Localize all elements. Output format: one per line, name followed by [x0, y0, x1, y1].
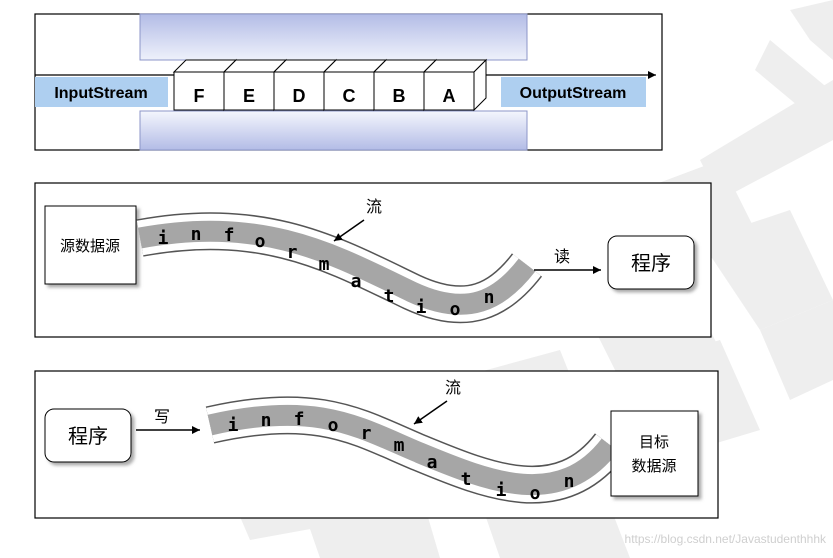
read-letter: a: [351, 271, 362, 292]
write-letter: f: [294, 409, 305, 430]
read-letter: r: [287, 242, 298, 263]
read-flow-label: 流: [366, 197, 382, 216]
data-block-e: E: [222, 58, 288, 112]
inputstream-box: [35, 77, 168, 107]
write-letter: n: [261, 410, 272, 431]
data-blocks: F E D C: [172, 58, 488, 112]
write-letter: o: [530, 483, 541, 504]
pipe-bottom-wall: [139, 110, 528, 151]
write-letter: a: [427, 452, 438, 473]
read-letter: n: [484, 287, 495, 308]
source-label: 源数据源: [60, 237, 120, 255]
read-flow-pointer: [333, 219, 365, 242]
read-letter: o: [450, 299, 461, 320]
read-letter: f: [224, 225, 235, 246]
read-flow-letters: i n f o r m a t i o n: [158, 224, 495, 320]
pipe-top-wall: [139, 13, 528, 61]
program-label: 程序: [631, 251, 671, 275]
read-action-label: 读: [554, 247, 570, 266]
write-letter: t: [461, 469, 472, 490]
write-flow-pointer: [413, 400, 448, 425]
write-action-label: 写: [154, 407, 170, 426]
write-letter: i: [496, 480, 507, 501]
watermark-url: https://blog.csdn.net/Javastudenthhhk: [625, 532, 827, 546]
data-block-a: A: [422, 58, 488, 112]
read-letter: i: [158, 228, 169, 249]
write-flow-label: 流: [445, 378, 461, 397]
write-letter: o: [328, 415, 339, 436]
program-label: 程序: [68, 424, 108, 448]
write-flow-letters: i n f o r m a t i o n: [228, 409, 575, 504]
target-label-line2: 数据源: [631, 457, 676, 475]
target-label-line1: 目标: [639, 433, 669, 451]
source-box: [44, 205, 137, 285]
read-letter: t: [384, 286, 395, 307]
write-letter: r: [361, 423, 372, 444]
write-letter: m: [394, 435, 405, 456]
read-letter: m: [319, 254, 330, 275]
program-box: [44, 408, 132, 463]
read-letter: i: [416, 297, 427, 318]
outputstream-box: [501, 77, 646, 107]
inputstream-label: InputStream: [54, 85, 147, 102]
data-block-d-label: D: [293, 86, 306, 106]
data-block-f-label: F: [194, 86, 205, 106]
read-letter: o: [255, 231, 266, 252]
program-box: [607, 235, 695, 290]
write-diagram: 程序 写 i n f o r m a t i o n 流 目标 数据源: [34, 370, 719, 519]
write-letter: i: [228, 415, 239, 436]
target-box: [610, 410, 699, 497]
read-diagram: 源数据源 i n f o r m a t i o n 流 读 程序: [34, 182, 712, 338]
read-letter: n: [191, 224, 202, 245]
data-block-b-label: B: [393, 86, 406, 106]
data-block-a-label: A: [443, 86, 456, 106]
write-letter: n: [564, 471, 575, 492]
outputstream-label: OutputStream: [520, 85, 627, 102]
data-block-c-label: C: [343, 86, 356, 106]
data-block-e-label: E: [243, 86, 255, 106]
stream-diagram: InputStream OutputStream F E D: [34, 13, 663, 151]
